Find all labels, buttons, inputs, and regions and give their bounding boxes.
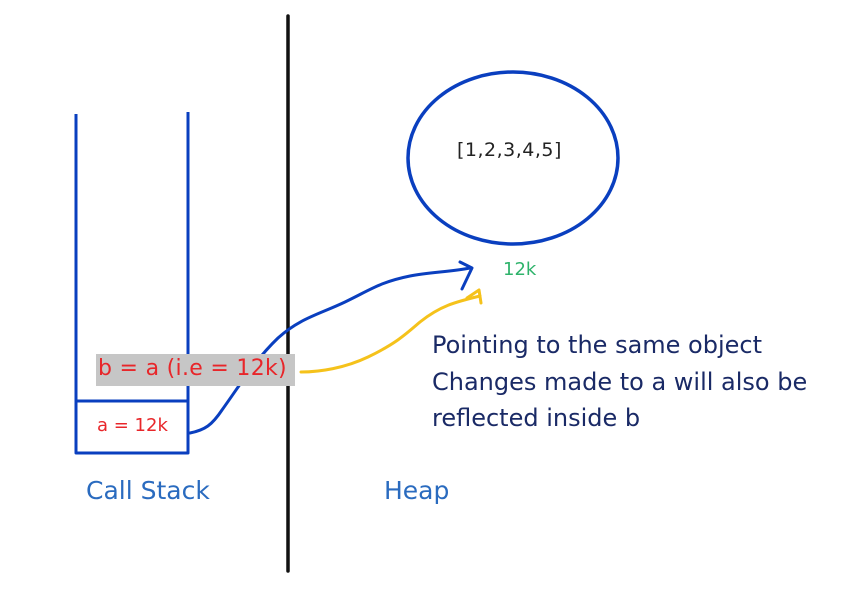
note-line: Changes made to a will also be xyxy=(432,368,808,396)
note-line: Pointing to the same object xyxy=(432,331,763,359)
call-stack-container xyxy=(74,112,190,455)
pointer-arrow-b-head xyxy=(465,288,483,305)
heap-object-circle xyxy=(406,70,620,246)
call-stack-label: Call Stack xyxy=(86,476,210,505)
pointer-arrow-a xyxy=(188,266,472,435)
heap-label: Heap xyxy=(384,476,450,505)
stack-frame-b: b = a (i.e = 12k) xyxy=(98,356,287,381)
stack-frame-a: a = 12k xyxy=(97,415,168,436)
pointer-arrow-a-head xyxy=(458,260,474,291)
heap-array-value: [1,2,3,4,5] xyxy=(457,139,562,161)
note-line: reflected inside b xyxy=(432,404,641,432)
stack-frame-b-highlight xyxy=(96,354,295,386)
heap-address-label: 12k xyxy=(503,259,537,280)
pointer-arrow-b xyxy=(299,294,482,374)
